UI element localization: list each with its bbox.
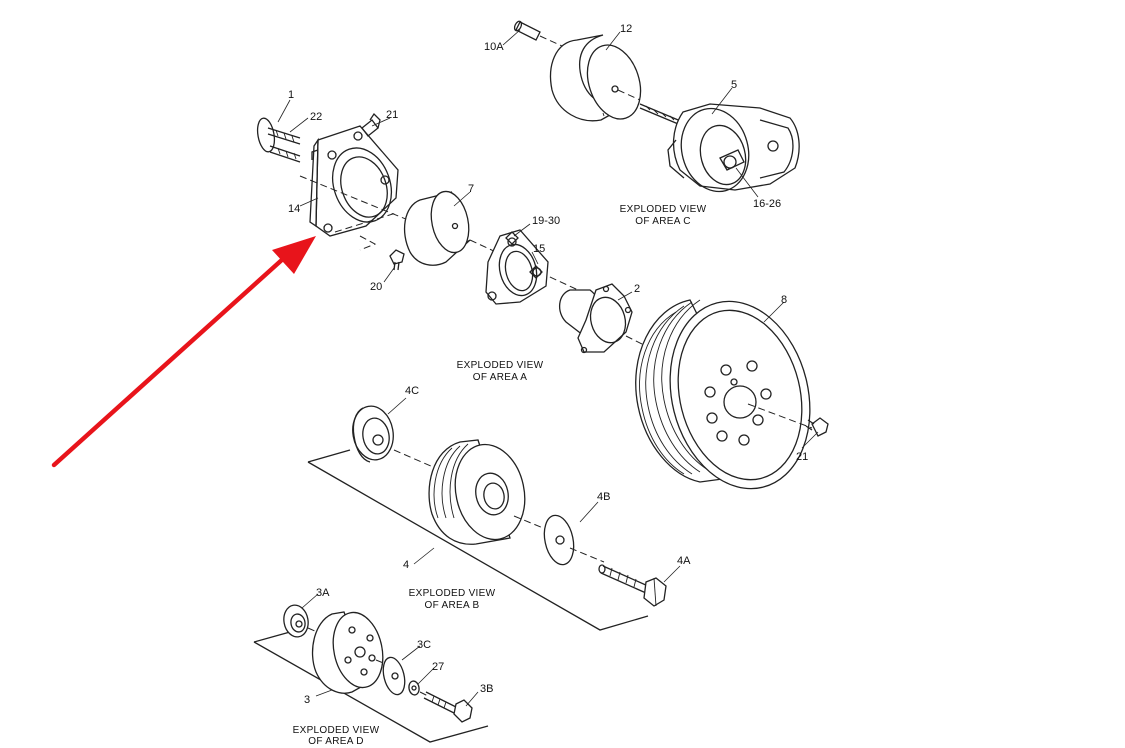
area-a-assembly	[256, 112, 829, 490]
part-21-bolt-bottom	[805, 417, 829, 437]
caption-area-a-line2: OF AREA A	[473, 372, 527, 383]
part-1-washer	[256, 117, 276, 153]
part-4a-bolt	[598, 564, 667, 607]
leader-lines	[277, 29, 819, 707]
part-4c-bearing	[352, 405, 394, 463]
callout-19-30: 19-30	[532, 215, 560, 227]
callout-3b: 3B	[480, 683, 493, 695]
part-19-30-bolts	[505, 231, 543, 279]
part-5-tensioner	[639, 103, 800, 193]
part-27-ring	[408, 680, 420, 696]
callout-4a: 4A	[677, 555, 691, 567]
part-7-roller	[403, 190, 471, 266]
part-15-flange	[485, 229, 549, 305]
callout-4b: 4B	[597, 491, 610, 503]
area-b-assembly	[307, 405, 667, 631]
caption-area-d-line1: EXPLODED VIEW	[293, 725, 380, 736]
caption-area-a-line1: EXPLODED VIEW	[457, 360, 544, 371]
part-4b-washer	[543, 514, 575, 566]
part-3b-bolt	[423, 691, 473, 723]
part-3a-bearing	[283, 604, 309, 638]
caption-area-c-line1: EXPLODED VIEW	[620, 204, 707, 215]
callout-10a: 10A	[484, 41, 504, 53]
callout-22: 22	[310, 111, 322, 123]
caption-area-c-line2: OF AREA C	[635, 216, 691, 227]
part-3c-washer	[382, 656, 406, 696]
arrow-head	[272, 236, 316, 274]
part-12-cylinder	[549, 34, 642, 122]
callout-4: 4	[403, 559, 409, 571]
callout-12: 12	[620, 23, 632, 35]
callout-1: 1	[288, 89, 294, 101]
callout-4c: 4C	[405, 385, 419, 397]
callout-3c: 3C	[417, 639, 431, 651]
caption-area-b-line2: OF AREA B	[425, 600, 480, 611]
callout-2: 2	[634, 283, 640, 295]
callout-3a: 3A	[316, 587, 330, 599]
callout-21-bracket: 21	[386, 109, 398, 121]
arrow-shaft	[51, 255, 287, 468]
part-8-pulley	[635, 299, 811, 490]
part-10a-pin	[513, 20, 563, 47]
caption-area-b-line1: EXPLODED VIEW	[409, 588, 496, 599]
part-3-roller	[311, 611, 384, 694]
part-14-bracket	[309, 125, 399, 237]
part-21-bolt-top	[361, 112, 381, 137]
captions: EXPLODED VIEW OF AREA C EXPLODED VIEW OF…	[293, 204, 707, 747]
area-d-assembly	[253, 604, 489, 743]
callout-3: 3	[304, 694, 310, 706]
caption-area-d-line2: OF AREA D	[308, 736, 364, 747]
part-2-hub	[559, 283, 633, 354]
callout-labels: 10A 12 5 16-26 1 22 21 14 7 19-30 15 20 …	[288, 23, 808, 706]
callout-8: 8	[781, 294, 787, 306]
callout-5: 5	[731, 79, 737, 91]
callout-27: 27	[432, 661, 444, 673]
callout-21-pulley: 21	[796, 451, 808, 463]
part-22-studs	[267, 127, 301, 163]
callout-15: 15	[533, 243, 545, 255]
area-c-assembly	[513, 20, 800, 193]
callout-20: 20	[370, 281, 382, 293]
part-20-bolt	[389, 249, 405, 271]
callout-7: 7	[468, 183, 474, 195]
part-4-idler-pulley	[428, 439, 526, 545]
red-pointer-arrow	[51, 236, 316, 468]
callout-14: 14	[288, 203, 300, 215]
callout-16-26: 16-26	[753, 198, 781, 210]
